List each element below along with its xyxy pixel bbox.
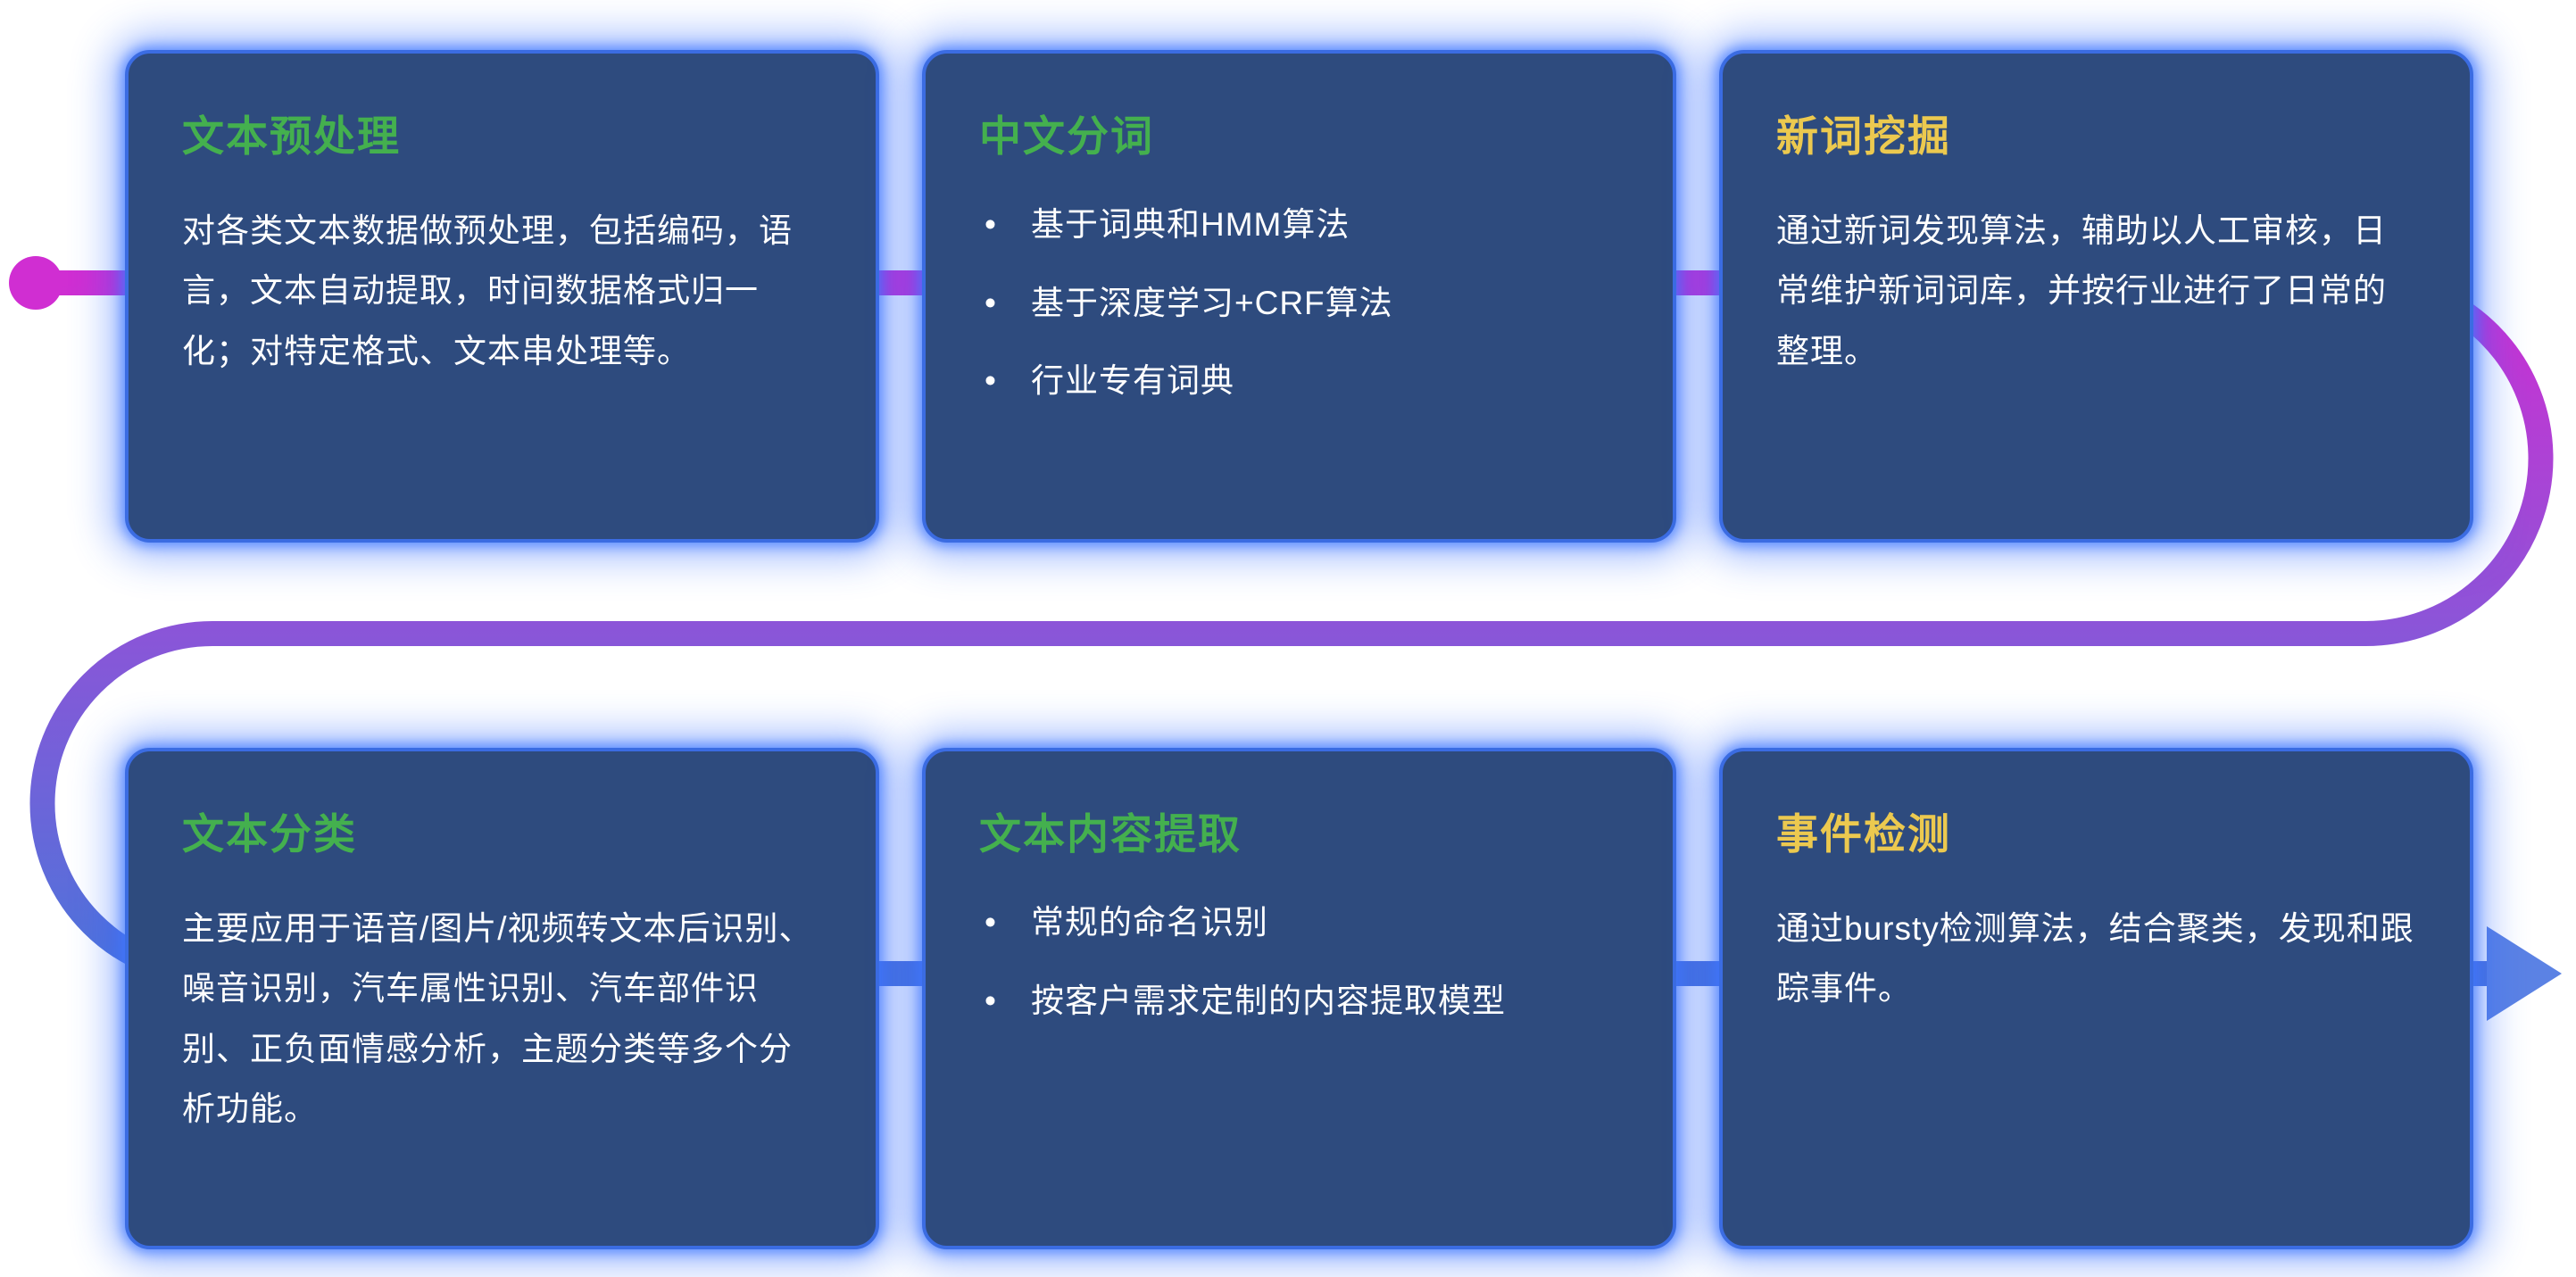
flow-arrowhead: [2487, 926, 2562, 1021]
card-bullet-list: 基于词典和HMM算法 基于深度学习+CRF算法 行业专有词典: [979, 201, 1623, 405]
card-event-detection: 事件检测 通过bursty检测算法，结合聚类，发现和跟踪事件。: [1719, 748, 2473, 1249]
card-title: 文本预处理: [182, 112, 401, 160]
card-body: 主要应用于语音/图片/视频转文本后识别、噪音识别，汽车属性识别、汽车部件识别、正…: [182, 910, 813, 1127]
card-title: 新词挖掘: [1776, 112, 1951, 160]
bullet-item: 常规的命名识别: [979, 899, 1623, 947]
card-new-word-mining: 新词挖掘 通过新词发现算法，辅助以人工审核，日常维护新词词库，并按行业进行了日常…: [1719, 50, 2473, 543]
card-chinese-word-segmentation: 中文分词 基于词典和HMM算法 基于深度学习+CRF算法 行业专有词典: [922, 50, 1676, 543]
card-body: 通过新词发现算法，辅助以人工审核，日常维护新词词库，并按行业进行了日常的整理。: [1776, 212, 2387, 369]
card-body: 通过bursty检测算法，结合聚类，发现和跟踪事件。: [1776, 910, 2414, 1008]
bullet-item: 行业专有词典: [979, 357, 1623, 405]
card-text-preprocessing: 文本预处理 对各类文本数据做预处理，包括编码，语言，文本自动提取，时间数据格式归…: [125, 50, 879, 543]
card-title: 中文分词: [979, 112, 1154, 160]
card-title: 事件检测: [1776, 810, 1951, 858]
card-body: 对各类文本数据做预处理，包括编码，语言，文本自动提取，时间数据格式归一化；对特定…: [182, 212, 793, 369]
bullet-item: 基于深度学习+CRF算法: [979, 279, 1623, 328]
bullet-item: 按客户需求定制的内容提取模型: [979, 977, 1623, 1025]
card-text-content-extraction: 文本内容提取 常规的命名识别 按客户需求定制的内容提取模型: [922, 748, 1676, 1249]
card-title: 文本分类: [182, 810, 357, 858]
flow-path: [29, 270, 2554, 986]
card-bullet-list: 常规的命名识别 按客户需求定制的内容提取模型: [979, 899, 1623, 1024]
card-title: 文本内容提取: [979, 810, 1242, 858]
flow-start-dot: [9, 256, 62, 310]
bullet-item: 基于词典和HMM算法: [979, 201, 1623, 249]
card-text-classification: 文本分类 主要应用于语音/图片/视频转文本后识别、噪音识别，汽车属性识别、汽车部…: [125, 748, 879, 1249]
